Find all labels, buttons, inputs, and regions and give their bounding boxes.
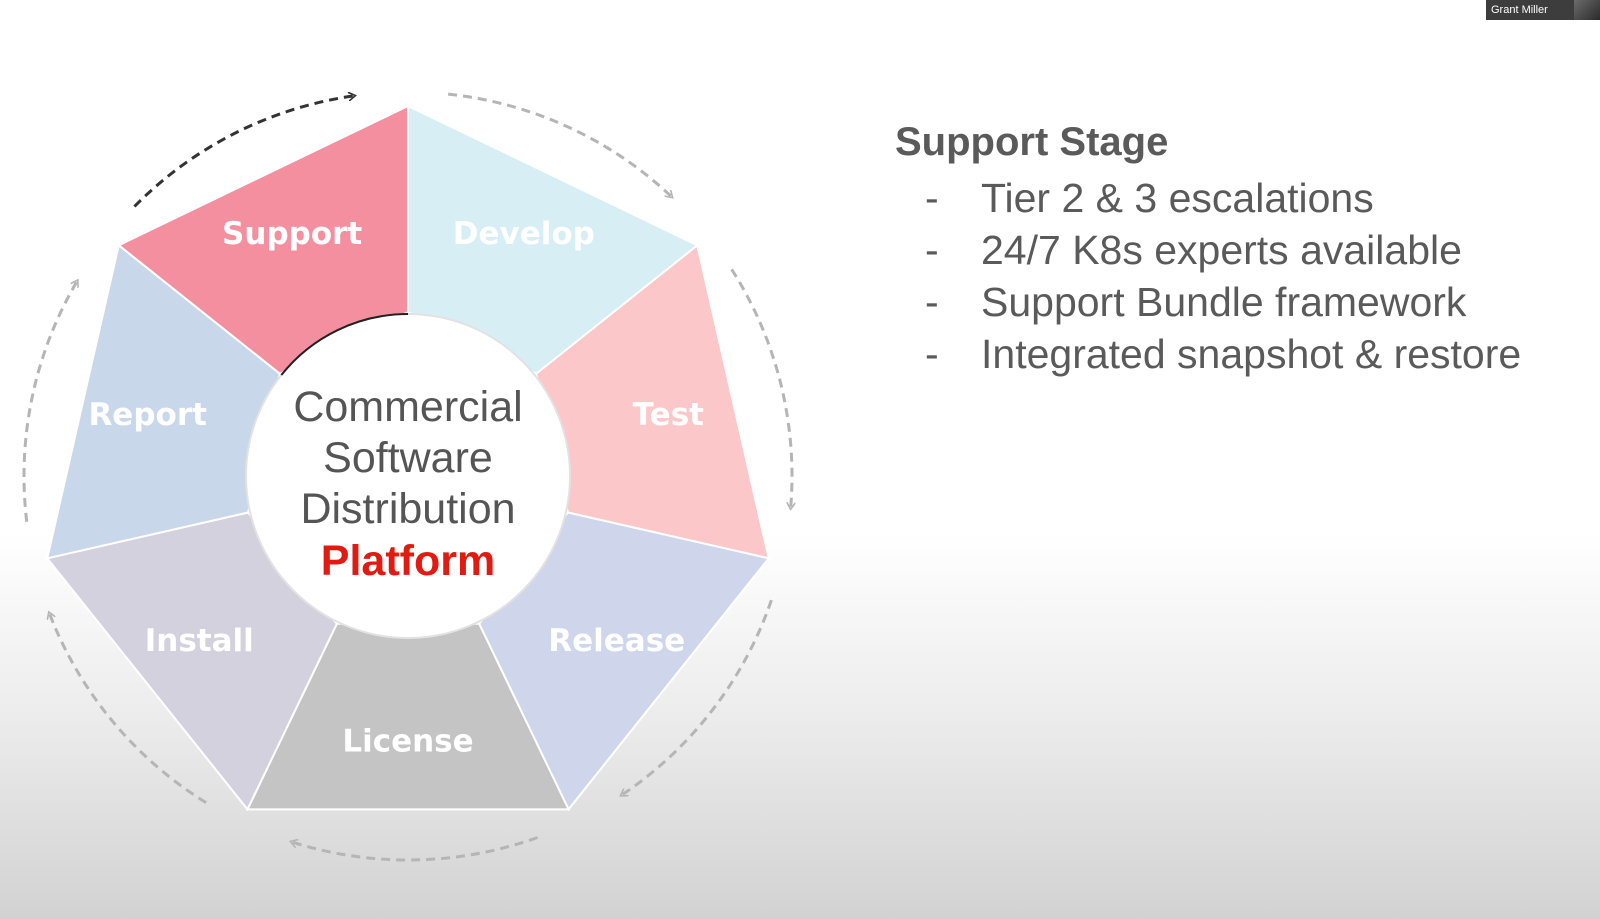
cycle-arrow-3 [730, 268, 792, 508]
bullet-list: -Tier 2 & 3 escalations-24/7 K8s experts… [895, 172, 1575, 380]
center-line-3: Distribution [300, 485, 515, 533]
stage-segments [45, 104, 771, 812]
center-line-2: Software [323, 434, 493, 482]
bullet-dash: - [925, 279, 939, 325]
cycle-arrow-1 [133, 96, 354, 208]
cycle-arrow-4 [621, 599, 773, 795]
bullet-text: Tier 2 & 3 escalations [981, 175, 1374, 221]
bullet-dash: - [925, 331, 939, 377]
participant-video-tile[interactable]: Grant Miller [1486, 0, 1600, 20]
stage-label-report: Report [88, 397, 207, 433]
participant-thumbnail [1574, 0, 1600, 20]
panel-title: Support Stage [895, 120, 1169, 164]
bullet-text: Integrated snapshot & restore [981, 331, 1522, 377]
center-platform-label: Platform [321, 537, 495, 585]
stage-label-support: Support [222, 216, 362, 252]
cycle-arrow-7 [22, 281, 77, 523]
stage-label-license: License [342, 724, 473, 760]
participant-name: Grant Miller [1491, 4, 1548, 16]
bullet-item: -Tier 2 & 3 escalations [895, 172, 1575, 224]
cycle-arrow-6 [49, 613, 207, 804]
bullet-dash: - [925, 227, 939, 273]
bullet-item: -Support Bundle framework [895, 276, 1575, 328]
bullet-dash: - [925, 175, 939, 221]
stage-label-develop: Develop [453, 216, 595, 252]
hub-accent-arc [280, 313, 409, 376]
center-line-1: Commercial [293, 383, 522, 431]
bullet-item: -Integrated snapshot & restore [895, 328, 1575, 380]
bullet-text: Support Bundle framework [981, 279, 1467, 325]
stage-label-release: Release [548, 623, 685, 659]
bullet-text: 24/7 K8s experts available [981, 227, 1462, 273]
stage-label-test: Test [633, 397, 705, 433]
bullet-item: -24/7 K8s experts available [895, 224, 1575, 276]
stage-details-panel: Support Stage -Tier 2 & 3 escalations-24… [895, 118, 1575, 380]
cycle-arrow-2 [447, 92, 672, 197]
cycle-arrow-5 [291, 836, 539, 862]
stage-label-install: Install [145, 623, 254, 659]
stage-segment-report [45, 243, 281, 560]
cycle-arrows [22, 92, 792, 862]
